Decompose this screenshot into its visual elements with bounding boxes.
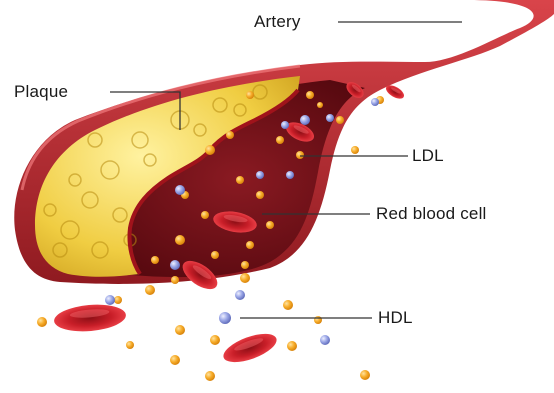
hdl-particle-icon [326,114,334,122]
ldl-particle-icon [256,191,264,199]
hdl-particle-icon [300,115,310,125]
ldl-particle-icon [175,325,185,335]
label-plaque: Plaque [14,82,68,102]
hdl-particle-icon [371,98,379,106]
label-hdl: HDL [378,308,413,328]
ldl-particle-icon [306,91,314,99]
label-artery: Artery [254,12,301,32]
hdl-particle-icon [219,312,231,324]
ldl-particle-icon [296,151,304,159]
red-blood-cell-icon [53,302,127,334]
label-ldl: LDL [412,146,444,166]
ldl-particle-icon [205,145,215,155]
ldl-particle-icon [151,256,159,264]
hdl-particle-icon [235,290,245,300]
ldl-particle-icon [246,91,254,99]
ldl-particle-icon [283,300,293,310]
ldl-particle-icon [211,251,219,259]
ldl-particle-icon [287,341,297,351]
ldl-particle-icon [317,102,323,108]
ldl-particle-icon [210,335,220,345]
ldl-particle-icon [266,221,274,229]
ldl-particle-icon [360,370,370,380]
ldl-particle-icon [241,261,249,269]
ldl-particle-icon [145,285,155,295]
hdl-particle-icon [175,185,185,195]
ldl-particle-icon [170,355,180,365]
ldl-particle-icon [351,146,359,154]
hdl-particle-icon [286,171,294,179]
ldl-particle-icon [226,131,234,139]
ldl-particle-icon [246,241,254,249]
label-red-blood-cell: Red blood cell [376,204,487,224]
hdl-particle-icon [320,335,330,345]
hdl-particle-icon [170,260,180,270]
ldl-particle-icon [240,273,250,283]
ldl-particle-icon [201,211,209,219]
ldl-particle-icon [205,371,215,381]
red-blood-cell-icon [220,328,280,368]
ldl-particle-icon [336,116,344,124]
ldl-particle-icon [114,296,122,304]
hdl-particle-icon [105,295,115,305]
ldl-particle-icon [126,341,134,349]
ldl-particle-icon [37,317,47,327]
hdl-particle-icon [256,171,264,179]
ldl-particle-icon [314,316,322,324]
hdl-particle-icon [281,121,289,129]
ldl-particle-icon [236,176,244,184]
ldl-particle-icon [175,235,185,245]
ldl-particle-icon [276,136,284,144]
ldl-particle-icon [171,276,179,284]
